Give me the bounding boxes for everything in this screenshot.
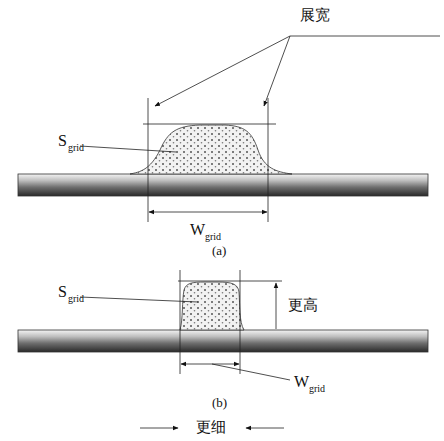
grid-line-narrow [180, 282, 244, 330]
callout-label: 更高 [288, 298, 318, 313]
dimension-lines-a [80, 36, 440, 222]
callout-label: 展宽 [300, 8, 330, 23]
substrate [18, 174, 428, 196]
substrate [18, 330, 428, 352]
symbol-subscript: grid [309, 384, 325, 394]
symbol-subscript: grid [68, 143, 84, 153]
symbol-subscript: grid [205, 232, 221, 242]
symbol-main: W [294, 374, 309, 390]
symbol-subscript: grid [68, 294, 84, 304]
symbol-main: W [190, 222, 205, 238]
symbol-main: S [58, 284, 67, 300]
callout-label: 更细 [196, 420, 226, 435]
dimension-lines-b [80, 270, 290, 428]
symbol-main: S [58, 133, 67, 149]
panel-label: (a) [212, 244, 226, 257]
panel-label: (b) [212, 396, 227, 409]
